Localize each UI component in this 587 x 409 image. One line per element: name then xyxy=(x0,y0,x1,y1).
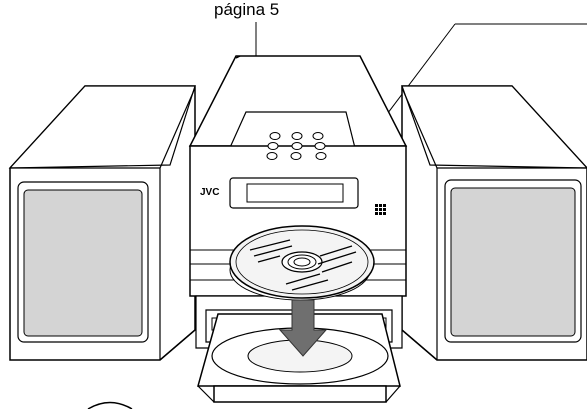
left-speaker-grille xyxy=(23,189,143,337)
panel-button xyxy=(291,142,303,150)
left-speaker xyxy=(8,85,196,361)
right-speaker-top xyxy=(401,85,587,169)
panel-button xyxy=(314,142,326,150)
tray-front-edge xyxy=(213,385,387,403)
cd-disc xyxy=(229,225,375,299)
panel-button xyxy=(269,132,281,140)
brand-logo: JVC xyxy=(200,187,219,198)
panel-button xyxy=(291,132,303,140)
panel-button xyxy=(267,142,279,150)
panel-button xyxy=(266,152,278,160)
panel-button xyxy=(290,152,302,160)
left-speaker-top xyxy=(8,85,196,169)
top-panel-buttons xyxy=(266,132,327,160)
page-reference-label: página 5 xyxy=(214,0,280,19)
panel-button xyxy=(312,132,324,140)
detail-circle-fragment xyxy=(87,401,133,409)
right-speaker xyxy=(401,85,587,361)
panel-button xyxy=(315,152,327,160)
grid-logo-icon xyxy=(375,204,386,215)
display-lcd xyxy=(246,183,344,203)
down-arrow-icon xyxy=(278,299,328,357)
right-speaker-grille xyxy=(450,187,576,337)
